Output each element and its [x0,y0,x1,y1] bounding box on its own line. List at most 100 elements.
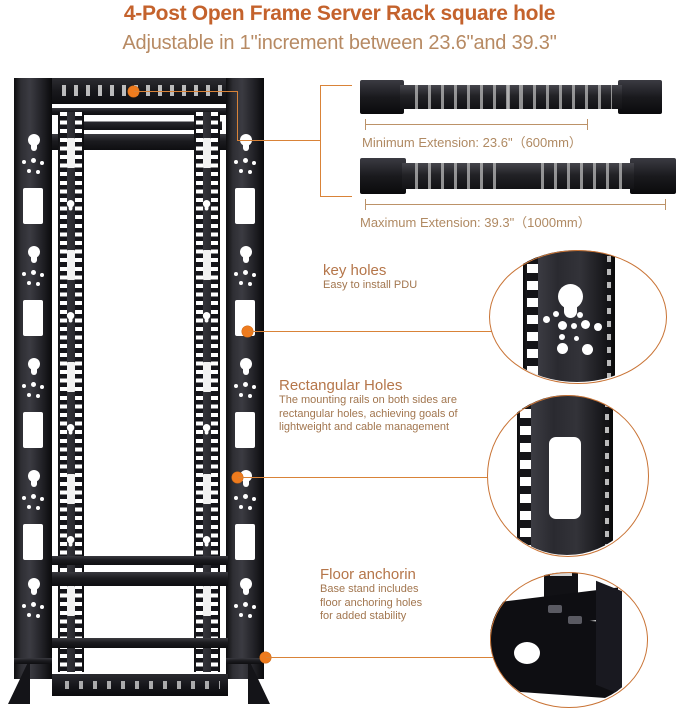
zoom-bolt [548,605,562,613]
dimension-tick-min-right [587,119,588,130]
zoom-pin-hole [594,323,602,331]
dimension-tick-max-right [665,199,666,210]
post-pin-hole [40,273,44,277]
rack-base-crossbar [52,638,228,648]
callout-floor-anchoring-title: Floor anchorin [320,566,416,583]
rail-keyhole [201,424,212,437]
top-rail-hole-row [58,85,222,96]
rail-body [400,85,622,109]
callout-floor-anchoring-line-1: Base stand includes [320,583,419,595]
rack-foot-left [8,658,30,704]
rack-lower-brace [52,572,228,586]
post-pin-hole [27,169,31,173]
square-hole-strip [75,112,82,672]
dimension-tick-max-left [365,199,366,210]
post-pin-hole [31,158,36,163]
rack-foot-left-top [14,658,52,664]
post-pin-hole [239,505,243,509]
callout-rectangular-holes: Rectangular Holes The mounting rails on … [279,377,458,435]
post-pin-hole [36,282,40,286]
zoom-pin-hole [543,316,550,323]
rail-slot [67,586,75,616]
rail-slot [67,138,75,168]
post-keyhole [237,358,254,379]
post-pin-hole [252,273,256,277]
rail-slot [67,362,75,392]
post-pin-hole [36,394,40,398]
post-pin-hole [27,505,31,509]
post-pin-hole [31,494,36,499]
zoom-pin-hole [559,334,565,340]
zoom-base-stand-edge [596,580,622,696]
callout-key-holes-line-1: Easy to install PDU [323,279,418,291]
callout-rectangular-holes-title: Rectangular Holes [279,377,403,394]
rail-keyhole [65,536,76,549]
post-pin-hole [248,614,252,618]
zoom-pin-hole [571,323,577,329]
zoom-floor-anchor-hole [514,642,540,664]
post-pin-hole [40,605,44,609]
rack-top-crossbar [52,108,228,115]
leader-line-extension-h2 [237,140,321,141]
post-pin-hole [40,497,44,501]
rack-top-shelf [58,118,222,130]
leader-dot-floor-anchoring [260,652,271,663]
zoom-keyhole-slot [564,300,577,318]
post-keyhole [237,134,254,155]
square-hole-strip [211,112,218,672]
post-pin-hole [22,272,26,276]
post-rectangular-hole [235,524,255,560]
rack-base-bar [52,674,228,696]
post-keyhole [237,578,254,599]
leader-line-rectangular-holes [238,477,503,478]
callout-rectangular-holes-line-1: The mounting rails on both sides are [279,394,457,406]
callout-rectangular-holes-line-2: rectangular holes, achieving goals of [279,407,458,420]
post-rectangular-hole [23,524,43,560]
leader-dot-key-holes [242,326,253,337]
rail-slot [203,586,211,616]
zoom-pin-hole [553,311,559,317]
rail-slot [203,138,211,168]
magnifier-key-holes [489,250,665,382]
post-pin-hole [36,614,40,618]
post-keyhole [25,578,42,599]
post-pin-hole [27,281,31,285]
zoom-pin-hole [582,344,593,355]
dimension-rule-maximum [365,204,665,205]
post-rectangular-hole [23,300,43,336]
rail-end-cap-right [630,158,676,194]
post-pin-hole [243,382,248,387]
zoom-pin-hole [557,343,568,354]
post-pin-hole [40,161,44,165]
magnifier-floor-anchoring [490,572,646,706]
post-rectangular-hole [235,188,255,224]
post-pin-hole [252,605,256,609]
label-minimum-extension: Minimum Extension: 23.6"（600mm） [362,135,582,150]
zoom-square-hole-strip-far [605,395,609,555]
zoom-square-hole-strip [527,250,538,382]
rail-body [402,163,634,189]
leader-line-key-holes [248,331,503,332]
post-keyhole [25,246,42,267]
post-pin-hole [243,158,248,163]
rail-hole-row-left [410,163,500,189]
post-pin-hole [252,385,256,389]
rail-slot [203,474,211,504]
zoom-pin-hole [581,320,590,329]
rack-foot-right [248,658,270,704]
rail-keyhole [201,200,212,213]
post-pin-hole [248,394,252,398]
rail-minimum-extension [360,80,662,114]
leader-dot-extension [128,86,139,97]
post-pin-hole [239,169,243,173]
post-keyhole [237,246,254,267]
server-rack-illustration [8,78,270,704]
post-pin-hole [234,272,238,276]
post-pin-hole [31,382,36,387]
post-pin-hole [239,613,243,617]
rack-mounting-rail-left [58,112,84,672]
post-pin-hole [22,604,26,608]
post-pin-hole [239,393,243,397]
rack-top-brace [52,134,228,150]
post-rectangular-hole [23,188,43,224]
